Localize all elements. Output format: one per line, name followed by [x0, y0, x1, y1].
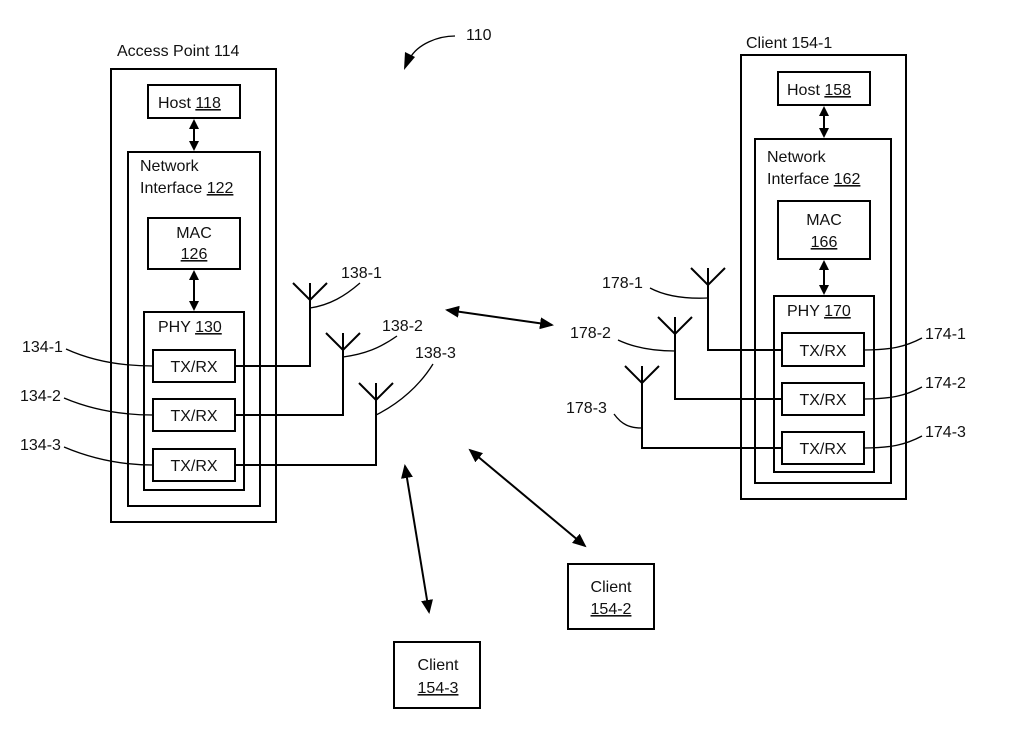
figure-reference-leader — [409, 35, 456, 59]
client-1-txrx-1-ref: 174-1 — [925, 326, 966, 343]
ap-txrx-3-leader — [63, 446, 154, 466]
client-1-antenna-1-leader — [649, 287, 709, 299]
client-1-antenna-3-leader — [613, 413, 643, 429]
ap-txrx-2-ref: 134-2 — [20, 388, 61, 405]
ap-antenna-1-ref: 138-1 — [341, 265, 382, 282]
ap-txrx-2-box — [152, 398, 236, 432]
client-154-2: Client 154-2 — [567, 563, 655, 630]
client-2-box — [567, 563, 655, 630]
client-1-txrx-2-label: TX/RX — [799, 392, 846, 409]
client-1-antenna-3-feed — [641, 374, 782, 449]
client-1-txrx-3-ref: 174-3 — [925, 424, 966, 441]
client-1-antenna-2-feed — [674, 325, 782, 400]
ap-antenna-1-feed — [235, 290, 311, 367]
ap-network-interface-line2: Interface 122 — [140, 180, 234, 197]
ap-network-interface-line1: Network — [140, 158, 200, 175]
ap-txrx-1-ref: 134-1 — [22, 339, 63, 356]
link-ap-client-3-arrow — [401, 464, 433, 614]
link-ap-client-1-arrow — [445, 305, 554, 330]
ap-antenna-1-leader — [309, 282, 361, 309]
client-2-ref: 154-2 — [591, 601, 632, 618]
client-1-network-interface-line2: Interface 162 — [767, 171, 861, 188]
figure-reference-label: 110 — [466, 27, 492, 44]
ap-txrx-3-box — [152, 448, 236, 482]
ap-txrx-3-ref: 134-3 — [20, 437, 61, 454]
ap-mac-label: MAC — [176, 225, 212, 242]
ap-antenna-2-leader — [342, 335, 398, 358]
ap-txrx-1-box — [152, 349, 236, 383]
client-1-antenna-2-icon — [657, 316, 693, 336]
client-1-mac-label: MAC — [806, 212, 842, 229]
client-1-txrx-3-leader — [863, 435, 923, 449]
client-1-host-box — [777, 71, 871, 106]
ap-antenna-3-ref: 138-3 — [415, 345, 456, 362]
client-1-antenna-1-feed — [707, 275, 782, 351]
client-1-txrx-1-box — [781, 332, 865, 367]
client-154-3: Client 154-3 — [393, 641, 481, 709]
ap-host-box — [147, 84, 241, 119]
ap-txrx-1-label: TX/RX — [170, 359, 217, 376]
ap-txrx-2-label: TX/RX — [170, 408, 217, 425]
client-1-antenna-3-ref: 178-3 — [566, 400, 607, 417]
link-ap-client-2-arrow — [468, 448, 587, 548]
figure-reference: 110 — [404, 27, 492, 70]
access-point-title: Access Point 114 — [117, 43, 240, 60]
client-1-mac-ref: 166 — [811, 234, 838, 251]
client-1-txrx-3-box — [781, 431, 865, 465]
ap-txrx-3-label: TX/RX — [170, 458, 217, 475]
ap-antenna-2-ref: 138-2 — [382, 318, 423, 335]
client-1-antenna-1-icon — [690, 267, 726, 287]
client-1-antenna-3-icon — [624, 365, 660, 385]
client-1-antenna-2-ref: 178-2 — [570, 325, 611, 342]
client-1-title: Client 154-1 — [746, 35, 832, 52]
ap-txrx-1-leader — [65, 348, 154, 367]
ap-antenna-2-icon — [325, 332, 361, 352]
client-1-network-interface-line1: Network — [767, 149, 827, 166]
client-1-txrx-3-label: TX/RX — [799, 441, 846, 458]
access-point: Access Point 114 Host 118 Network Interf… — [20, 43, 456, 523]
client-154-1: Client 154-1 Host 158 Network Interface … — [566, 35, 966, 500]
client-1-antenna-1-ref: 178-1 — [602, 275, 643, 292]
client-1-txrx-2-ref: 174-2 — [925, 375, 966, 392]
ap-antenna-2-feed — [235, 340, 344, 416]
ap-mac-ref: 126 — [181, 246, 208, 263]
ap-antenna-3-leader — [375, 363, 434, 416]
ap-antenna-3-icon — [358, 382, 394, 402]
client-1-txrx-2-leader — [863, 386, 923, 400]
client-1-host-label: Host 158 — [787, 82, 851, 99]
client-1-mac-box — [777, 200, 871, 260]
client-1-txrx-1-leader — [863, 337, 923, 351]
client-1-antenna-2-leader — [617, 339, 676, 352]
client-2-label: Client — [591, 579, 632, 596]
figure-reference-arrowhead-icon — [404, 52, 415, 70]
ap-phy-label: PHY 130 — [158, 319, 222, 336]
ap-host-label: Host 118 — [158, 95, 221, 112]
client-3-label: Client — [418, 657, 459, 674]
client-1-txrx-1-label: TX/RX — [799, 343, 846, 360]
client-1-txrx-2-box — [781, 382, 865, 416]
client-1-phy-label: PHY 170 — [787, 303, 851, 320]
ap-antenna-1-icon — [292, 282, 328, 302]
client-3-box — [393, 641, 481, 709]
ap-mac-box — [147, 217, 241, 270]
client-3-ref: 154-3 — [418, 680, 459, 697]
ap-txrx-2-leader — [63, 397, 154, 416]
